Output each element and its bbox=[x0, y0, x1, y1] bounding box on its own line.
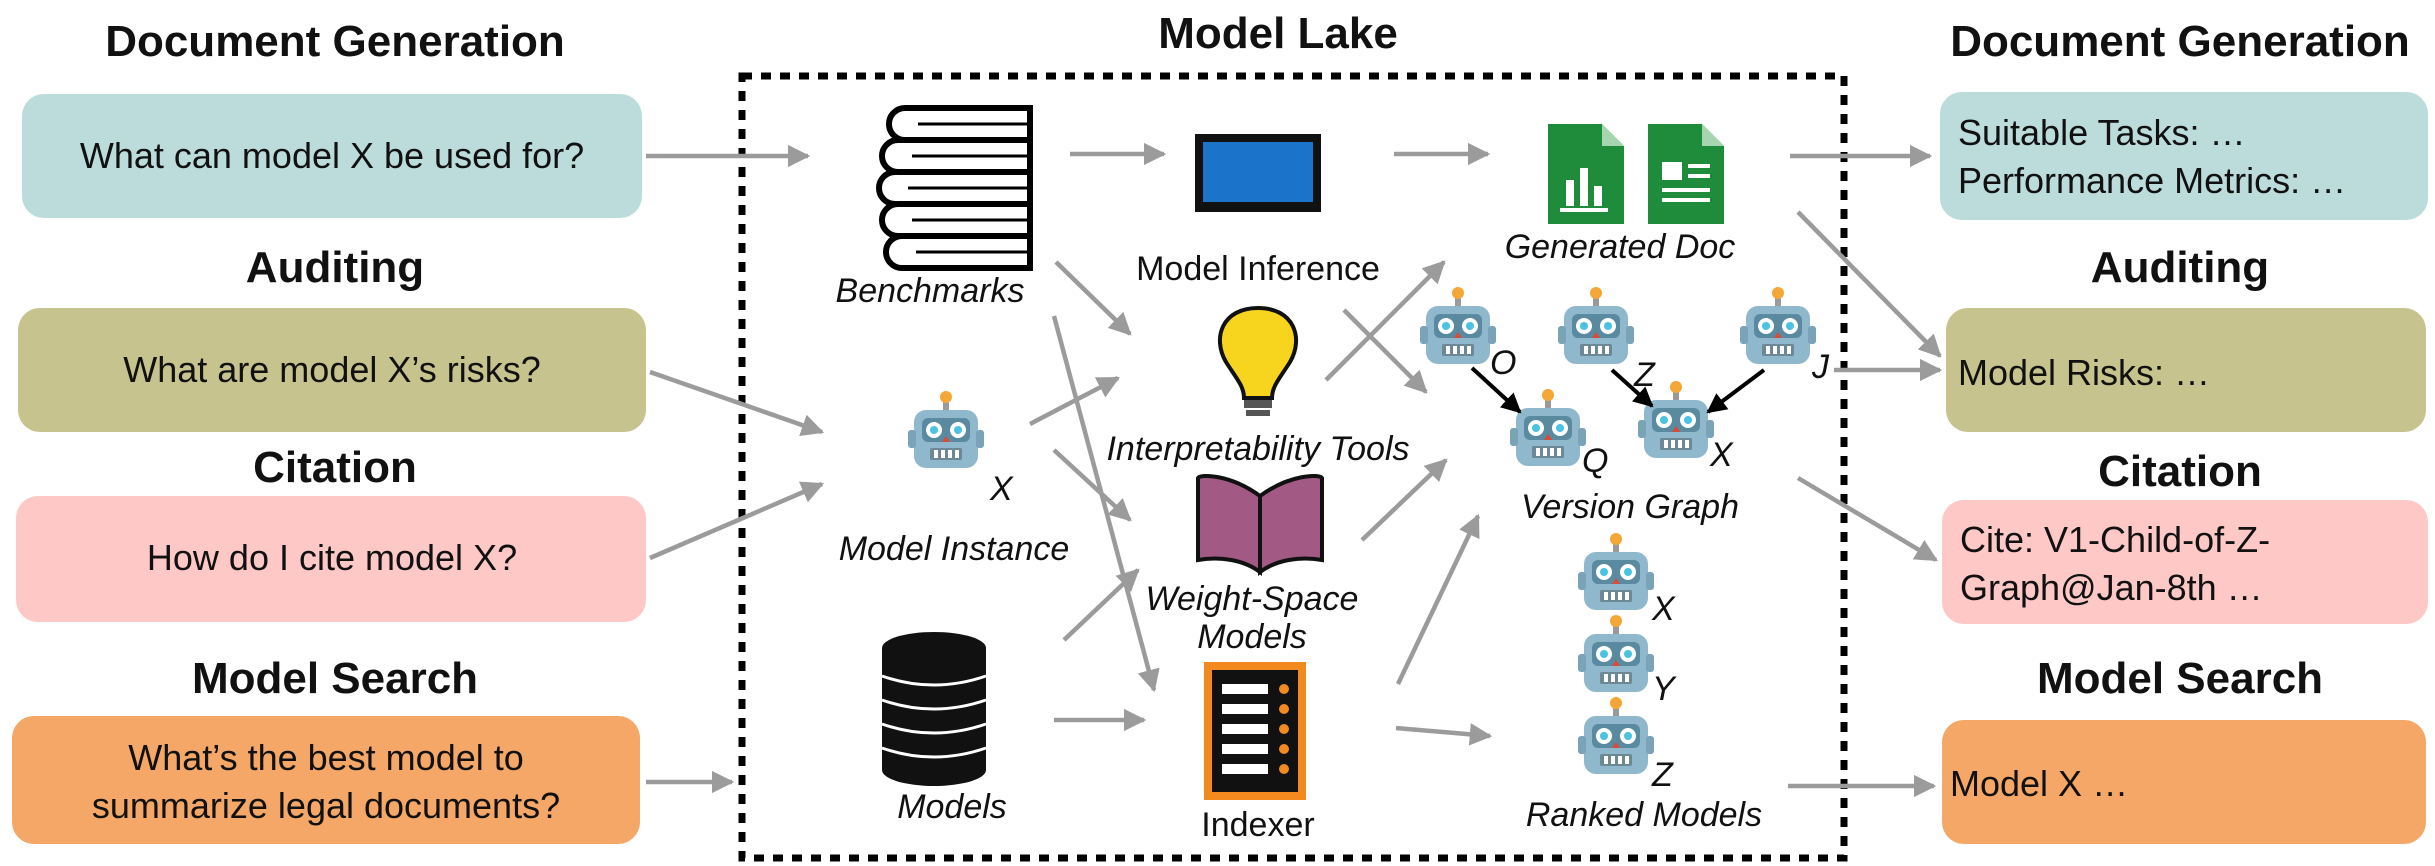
database-icon bbox=[881, 632, 987, 786]
arrow-graph-j-to-x bbox=[1706, 368, 1766, 414]
right-header-auditing: Auditing bbox=[2091, 243, 2269, 292]
right-box-document-generation-line-2: Performance Metrics: … bbox=[1958, 160, 2346, 201]
arrow-graph-to-citation-answer bbox=[1796, 476, 1938, 562]
robot-icon-rank-z bbox=[1578, 697, 1654, 774]
weight-space-models-label-line-2: Models bbox=[1197, 618, 1307, 656]
left-box-model-search-line-1: What’s the best model to bbox=[128, 737, 524, 778]
arrow-auditing-to-instance bbox=[649, 369, 825, 436]
flow-arrows bbox=[646, 142, 1943, 798]
generated-doc-label: Generated Doc bbox=[1505, 228, 1736, 266]
left-box-document-generation-text: What can model X be used for? bbox=[80, 135, 584, 176]
arrow-instance-to-weightspace bbox=[1052, 448, 1132, 522]
right-box-citation bbox=[1942, 500, 2428, 624]
arrow-graph-o-to-q bbox=[1470, 366, 1522, 414]
arrow-instance-to-interpretability bbox=[1028, 376, 1120, 426]
left-box-model-search bbox=[12, 716, 640, 844]
models-label: Models bbox=[897, 788, 1007, 826]
right-header-document-generation: Document Generation bbox=[1950, 17, 2410, 66]
arrow-models-to-weightspace bbox=[1062, 568, 1140, 642]
right-box-auditing-text: Model Risks: … bbox=[1958, 352, 2210, 393]
benchmarks-label: Benchmarks bbox=[836, 272, 1025, 310]
model-lake-title: Model Lake bbox=[1158, 9, 1398, 58]
right-box-model-search-text: Model X … bbox=[1950, 763, 2128, 804]
left-box-model-search-line-2: summarize legal documents? bbox=[92, 785, 560, 826]
robot-icon-rank-y bbox=[1578, 615, 1654, 692]
left-header-citation: Citation bbox=[253, 443, 417, 492]
right-box-citation-line-1: Cite: V1-Child-of-Z- bbox=[1960, 519, 2270, 560]
spreadsheet-and-document-icon bbox=[1548, 124, 1724, 224]
indexer-label: Indexer bbox=[1201, 806, 1314, 844]
weight-space-models-label-line-1: Weight-Space bbox=[1146, 580, 1359, 618]
robot-icon-graph-z bbox=[1558, 287, 1634, 364]
index-document-icon bbox=[1204, 662, 1306, 800]
left-box-citation bbox=[16, 496, 646, 622]
robot-letter-rank-x: X bbox=[1651, 590, 1676, 628]
ranked-models-label: Ranked Models bbox=[1526, 796, 1762, 834]
stacked-books-icon bbox=[876, 105, 1033, 271]
laptop-screen-icon bbox=[1195, 134, 1321, 212]
robot-letter-rank-z: Z bbox=[1651, 756, 1674, 794]
robot-icon-graph-q bbox=[1510, 389, 1586, 466]
left-box-auditing bbox=[18, 308, 646, 432]
left-header-model-search: Model Search bbox=[192, 654, 478, 703]
model-instance-label: Model Instance bbox=[839, 530, 1070, 568]
left-box-citation-text: How do I cite model X? bbox=[147, 537, 517, 578]
left-box-auditing-text: What are model X’s risks? bbox=[123, 349, 540, 390]
left-column: Document Generation What can model X be … bbox=[12, 17, 646, 844]
robot-letter-graph-q: Q bbox=[1582, 442, 1608, 480]
robot-icon-rank-x bbox=[1578, 533, 1654, 610]
right-box-document-generation-line-1: Suitable Tasks: … bbox=[1958, 112, 2245, 153]
robot-icon-graph-o bbox=[1420, 287, 1496, 364]
right-header-citation: Citation bbox=[2098, 447, 2262, 496]
version-graph-label: Version Graph bbox=[1521, 488, 1739, 526]
robot-icon-model-instance bbox=[908, 391, 984, 468]
left-header-document-generation: Document Generation bbox=[105, 17, 565, 66]
left-box-document-generation bbox=[22, 94, 642, 218]
arrow-benchmarks-to-interpretability bbox=[1054, 260, 1132, 336]
right-column: Document Generation Suitable Tasks: … Pe… bbox=[1940, 17, 2428, 844]
robot-icon-graph-j bbox=[1740, 287, 1816, 364]
arrow-interpretability-to-doc bbox=[1324, 260, 1446, 382]
lightbulb-icon bbox=[1217, 305, 1299, 416]
arrow-benchmarks-to-indexer bbox=[1051, 315, 1160, 693]
arrow-citation-to-instance bbox=[649, 481, 825, 561]
robot-letter-rank-y: Y bbox=[1652, 670, 1677, 708]
arrow-doc-to-auditing-answer bbox=[1796, 210, 1942, 358]
right-box-auditing bbox=[1946, 308, 2426, 432]
left-header-auditing: Auditing bbox=[246, 243, 424, 292]
robot-letter-graph-z: Z bbox=[1633, 356, 1656, 394]
robot-letter-graph-x: X bbox=[1709, 436, 1734, 474]
right-box-citation-line-2: Graph@Jan-8th … bbox=[1960, 567, 2263, 608]
robot-letter-graph-o: O bbox=[1490, 344, 1516, 382]
arrow-indexer-to-graph bbox=[1395, 513, 1481, 685]
arrow-graph-z-to-x bbox=[1610, 368, 1654, 408]
right-box-document-generation bbox=[1940, 92, 2428, 220]
arrow-inference-to-graph bbox=[1342, 308, 1428, 394]
right-header-model-search: Model Search bbox=[2037, 654, 2323, 703]
model-lake-border bbox=[738, 72, 1848, 862]
model-inference-label: Model Inference bbox=[1136, 250, 1380, 288]
right-box-model-search bbox=[1942, 720, 2426, 844]
open-book-icon bbox=[1196, 474, 1324, 576]
robot-letter-graph-j: J bbox=[1811, 348, 1830, 386]
interpretability-tools-label: Interpretability Tools bbox=[1106, 430, 1409, 468]
arrow-indexer-to-ranked bbox=[1395, 723, 1493, 746]
robot-letter-instance: X bbox=[989, 470, 1014, 508]
arrow-weightspace-to-graph bbox=[1360, 458, 1448, 542]
